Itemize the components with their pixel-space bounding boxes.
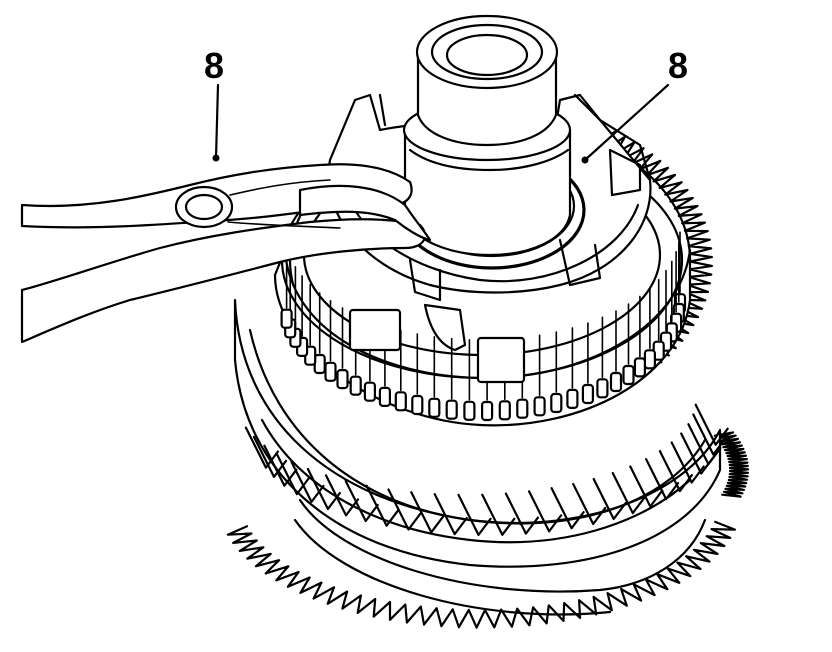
dog-tooth xyxy=(596,378,609,399)
dog-tooth xyxy=(336,369,349,390)
dog-tooth xyxy=(581,383,595,405)
dog-tooth xyxy=(463,400,476,421)
snap-ring-pliers xyxy=(20,163,432,344)
helical-tooth xyxy=(433,493,468,536)
dog-tooth xyxy=(411,394,424,416)
helical-tooth xyxy=(692,413,727,456)
callout-label-snap-ring: 8 xyxy=(668,45,688,86)
helical-tooth xyxy=(344,479,379,523)
helical-tooth xyxy=(252,435,288,478)
helical-tooth xyxy=(275,453,310,496)
lower-gear xyxy=(226,431,750,629)
dog-tooth xyxy=(280,308,293,329)
helical-tooth xyxy=(244,426,279,469)
helical-tooth xyxy=(457,493,492,536)
dog-tooth xyxy=(643,349,657,370)
helical-tooth xyxy=(629,465,664,508)
dog-tooth xyxy=(498,400,511,421)
helical-tooth xyxy=(694,403,729,446)
helical-tooth xyxy=(324,474,360,517)
dog-tooth xyxy=(533,396,546,417)
helical-gear xyxy=(233,298,729,568)
shaft xyxy=(402,14,572,257)
dog-tooth xyxy=(445,399,458,420)
helical-tooth xyxy=(670,441,705,484)
dog-tooth xyxy=(349,375,362,396)
dog-tooth xyxy=(394,391,407,412)
callout-label-pliers: 8 xyxy=(204,45,224,86)
dog-tooth xyxy=(324,361,337,382)
dog-tooth xyxy=(363,381,376,402)
helical-tooth xyxy=(290,460,325,503)
dog-tooth xyxy=(609,371,623,393)
helical-tooth xyxy=(387,488,422,531)
dog-tooth xyxy=(378,386,391,407)
helical-tooth xyxy=(592,477,627,521)
helical-tooth xyxy=(410,491,445,534)
dog-tooth xyxy=(633,357,647,378)
helical-tooth xyxy=(611,472,646,515)
dog-tooth xyxy=(622,364,635,386)
dog-tooth xyxy=(481,400,494,422)
dog-tooth xyxy=(550,392,563,414)
helical-tooth xyxy=(365,484,400,527)
dog-tooth xyxy=(428,397,441,418)
dog-tooth xyxy=(566,388,579,409)
helical-tooth xyxy=(680,432,715,475)
callout-leaders xyxy=(212,83,670,164)
dog-tooth xyxy=(516,398,529,419)
